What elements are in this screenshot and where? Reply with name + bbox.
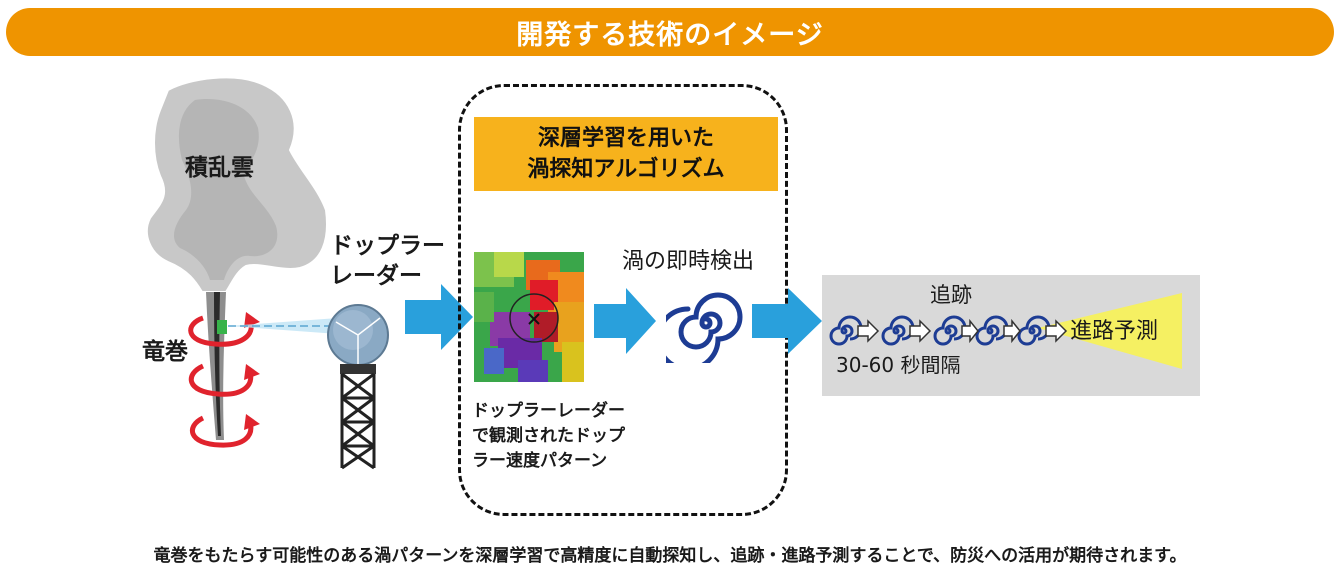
tornado-label: 竜巻 — [142, 339, 188, 365]
algorithm-title-line2: 渦探知アルゴリズム — [527, 157, 725, 182]
arrow-to-detection — [594, 288, 656, 354]
doppler-velocity-image — [474, 252, 584, 382]
radar-tower — [340, 372, 376, 470]
doppler-caption: ドップラーレーダー で観測されたドップ ラー速度パターン — [472, 399, 625, 474]
tornado-vortex-marker — [217, 320, 227, 334]
rotation-arrow-1 — [188, 315, 254, 347]
sequence-arrows — [857, 318, 1068, 344]
rotation-arrow-2 — [188, 363, 254, 397]
algorithm-title-box: 深層学習を用いた 渦探知アルゴリズム — [474, 117, 778, 191]
radar-label-line2: レーダー — [330, 262, 422, 289]
tracking-label: 追跡 — [930, 283, 972, 307]
instant-detection-label: 渦の即時検出 — [622, 249, 755, 274]
doppler-caption-line3: ラー速度パターン — [472, 451, 608, 471]
title-banner: 開発する技術のイメージ — [6, 8, 1334, 56]
radar-tower-top — [340, 364, 376, 374]
doppler-radar-icon — [327, 304, 389, 470]
algorithm-group — [458, 84, 788, 516]
tracking-sequence — [829, 293, 1182, 369]
banner-title: 開発する技術のイメージ — [516, 19, 824, 51]
algorithm-title-line1: 深層学習を用いた — [537, 126, 714, 151]
cloud-label: 積乱雲 — [185, 155, 254, 181]
vortex-spiral-icon — [666, 292, 743, 363]
cloud-inner-shade — [173, 99, 278, 280]
doppler-caption-line1: ドップラーレーダー — [472, 401, 625, 421]
prediction-beam — [1038, 293, 1182, 369]
arrow-to-tracking — [752, 288, 822, 354]
footer-caption: 竜巻をもたらす可能性のある渦パターンを深層学習で高精度に自動探知し、追跡・進路予… — [153, 546, 1187, 566]
radar-label-line1: ドップラー — [330, 233, 445, 259]
vortex-sequence — [829, 315, 1051, 346]
rotation-arrow-3 — [190, 415, 254, 448]
interval-label: 30-60 秒間隔 — [836, 353, 961, 377]
prediction-label: 進路予測 — [1070, 319, 1159, 344]
arrow-to-doppler — [405, 284, 473, 350]
doppler-caption-line2: で観測されたドップ — [472, 426, 625, 446]
radar-label: ドップラー レーダー — [330, 232, 445, 292]
